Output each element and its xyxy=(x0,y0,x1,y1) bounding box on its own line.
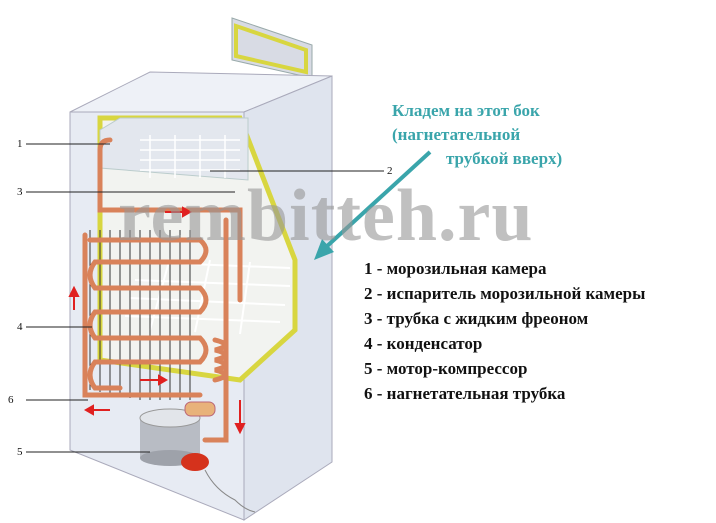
annotation-arrow xyxy=(314,150,432,260)
callout-4: 4 xyxy=(17,321,23,333)
callout-2: 2 xyxy=(387,165,393,177)
compressor xyxy=(139,401,256,513)
leader-lines xyxy=(26,143,384,453)
flow-arrows xyxy=(68,206,246,435)
callout-5: 5 xyxy=(17,446,23,458)
annotation-line-1: Кладем на этот бок xyxy=(392,101,540,120)
annotation-line-3: трубкой вверх) xyxy=(446,149,563,168)
door-seal xyxy=(234,23,308,75)
legend-item: 2 - испаритель морозильной камеры xyxy=(364,284,646,303)
legend-item: 1 - морозильная камера xyxy=(364,259,547,278)
legend-item: 6 - нагнетательная трубка xyxy=(364,384,566,403)
callout-3: 3 xyxy=(17,186,23,198)
legend-item: 3 - трубка с жидким фреоном xyxy=(364,309,589,328)
legend-item: 5 - мотор-компрессор xyxy=(364,359,528,378)
callout-6: 6 xyxy=(8,394,14,406)
evaporator xyxy=(140,135,240,178)
callout-1: 1 xyxy=(17,138,23,150)
watermark: rembitteh.ru xyxy=(118,175,534,257)
annotation-line-2: (нагнетательной xyxy=(392,125,521,144)
condenser-pipes xyxy=(82,137,243,443)
legend-item: 4 - конденсатор xyxy=(364,334,483,353)
